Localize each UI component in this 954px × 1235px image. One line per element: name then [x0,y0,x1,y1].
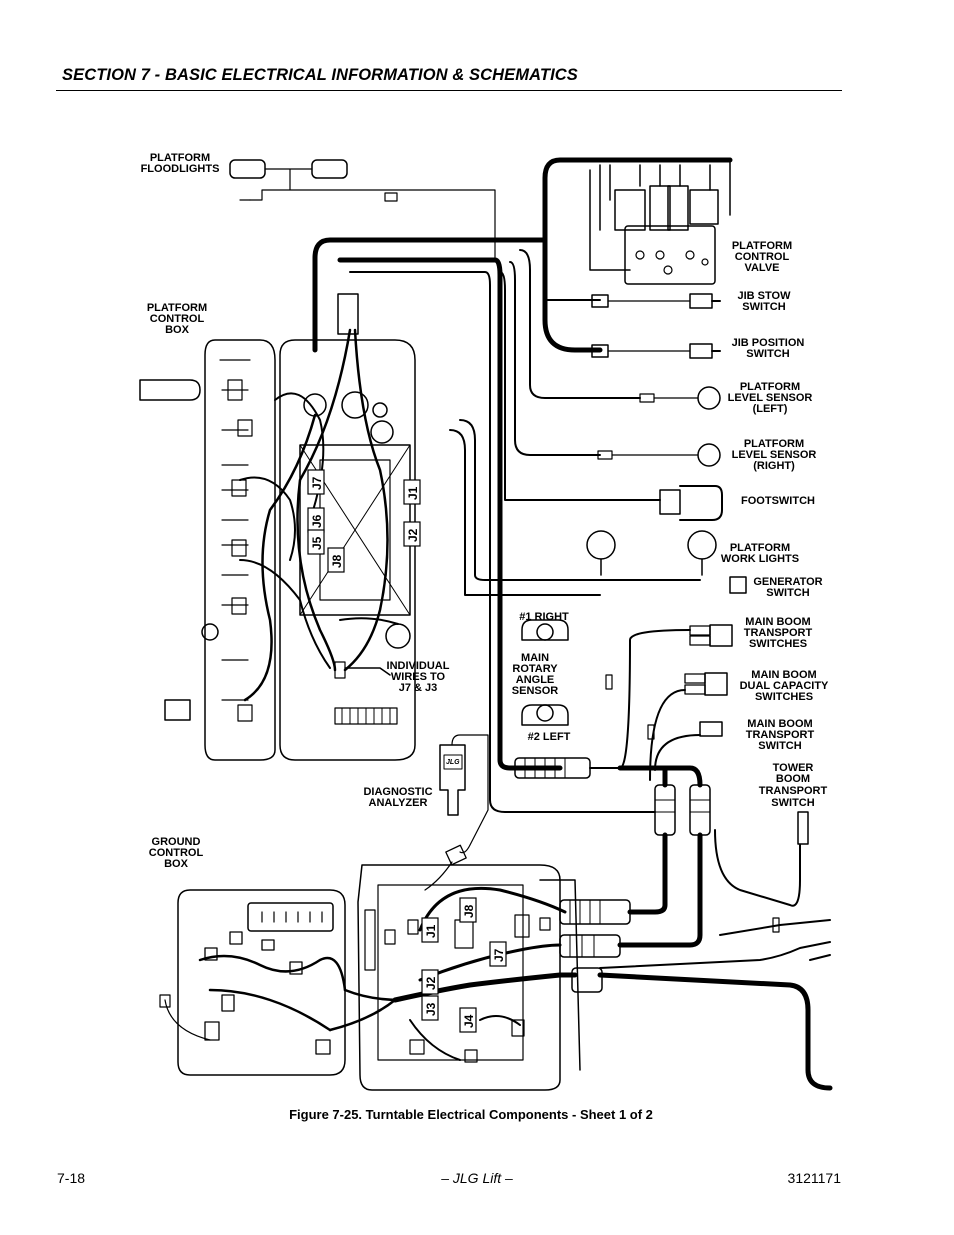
label-line: #2 LEFT [528,731,571,743]
label-line: DUAL CAPACITY [740,680,829,692]
label-line: (RIGHT) [753,460,795,472]
label-line: ANGLE [516,674,555,686]
label-line: MAIN [521,652,549,664]
label-line: ROTARY [512,663,558,675]
document-number: 3121171 [787,1170,841,1186]
label-line: GENERATOR [753,576,822,588]
ground-connector-j8: J8 [462,904,476,918]
label-line: WORK LIGHTS [721,553,799,565]
label-line: GROUND [152,836,201,848]
ground-connector-j4: J4 [462,1014,476,1028]
ground-connector-j2: J2 [424,976,438,990]
label-line: PLATFORM [740,381,800,393]
ground-connector-labels: J8 J1 J7 J2 J3 J4 [421,897,507,1033]
platform-connector-j5: J5 [310,536,324,550]
label-line: SWITCHES [749,638,807,650]
label-line: TRANSPORT [759,785,828,797]
label-line: PLATFORM [732,240,792,252]
label-line: VALVE [744,262,779,274]
platform-connector-j8: J8 [330,554,344,568]
label-line: CONTROL [150,313,205,325]
figure-caption: Figure 7-25. Turntable Electrical Compon… [0,1107,954,1122]
label-line: PLATFORM [730,542,790,554]
label-line: SWITCH [758,740,801,752]
label-line: SWITCH [766,587,809,599]
label-line: DIAGNOSTIC [363,786,432,798]
label-left-2: #2 LEFT [528,731,571,743]
label-line: #1 RIGHT [519,611,569,623]
label-line: PLATFORM [744,438,804,450]
section-header: SECTION 7 - BASIC ELECTRICAL INFORMATION… [62,66,578,84]
label-line: PLATFORM [150,152,210,164]
label-line: TRANSPORT [744,627,813,639]
label-line: SWITCH [746,348,789,360]
label-line: TRANSPORT [746,729,815,741]
ground-connector-j7: J7 [492,948,506,962]
label-line: SWITCH [771,797,814,809]
label-line: BOX [165,324,190,336]
label-line: SENSOR [512,685,559,697]
analyzer-logo: JLG [446,759,460,766]
label-right-1: #1 RIGHT [519,611,569,623]
label-line: LEVEL SENSOR [732,449,817,461]
label-line: FLOODLIGHTS [141,163,220,175]
label-line: JIB STOW [738,290,792,302]
label-line: ANALYZER [369,797,428,809]
label-line: CONTROL [735,251,790,263]
label-footswitch: FOOTSWITCH [741,495,815,507]
ground-connector-j1: J1 [424,924,438,938]
footer-publisher: – JLG Lift – [441,1170,513,1186]
label-line: (LEFT) [753,403,788,415]
platform-connector-labels: J7 J1 J6 J2 J5 J8 [307,469,421,573]
label-line: BOX [164,858,189,870]
label-line: FOOTSWITCH [741,495,815,507]
page-number: 7-18 [57,1170,86,1186]
figure-caption-text: Figure 7-25. Turntable Electrical Compon… [289,1107,653,1122]
label-line: CONTROL [149,847,204,859]
label-line: MAIN BOOM [747,718,812,730]
label-line: J7 & J3 [399,682,438,694]
label-line: INDIVIDUAL [387,660,450,672]
platform-connector-j2: J2 [406,528,420,542]
label-line: SWITCH [742,301,785,313]
label-line: LEVEL SENSOR [728,392,813,404]
label-line: WIRES TO [391,671,446,683]
label-line: SWITCHES [755,691,813,703]
label-line: JIB POSITION [732,337,805,349]
label-line: PLATFORM [147,302,207,314]
platform-connector-j7: J7 [310,476,324,490]
platform-connector-j6: J6 [310,514,324,528]
label-line: TOWER [773,762,814,774]
label-line: MAIN BOOM [751,669,816,681]
label-line: BOOM [776,773,810,785]
ground-connector-j3: J3 [424,1002,438,1016]
header-rule [56,90,842,91]
label-line: MAIN BOOM [745,616,810,628]
platform-connector-j1: J1 [406,486,420,500]
